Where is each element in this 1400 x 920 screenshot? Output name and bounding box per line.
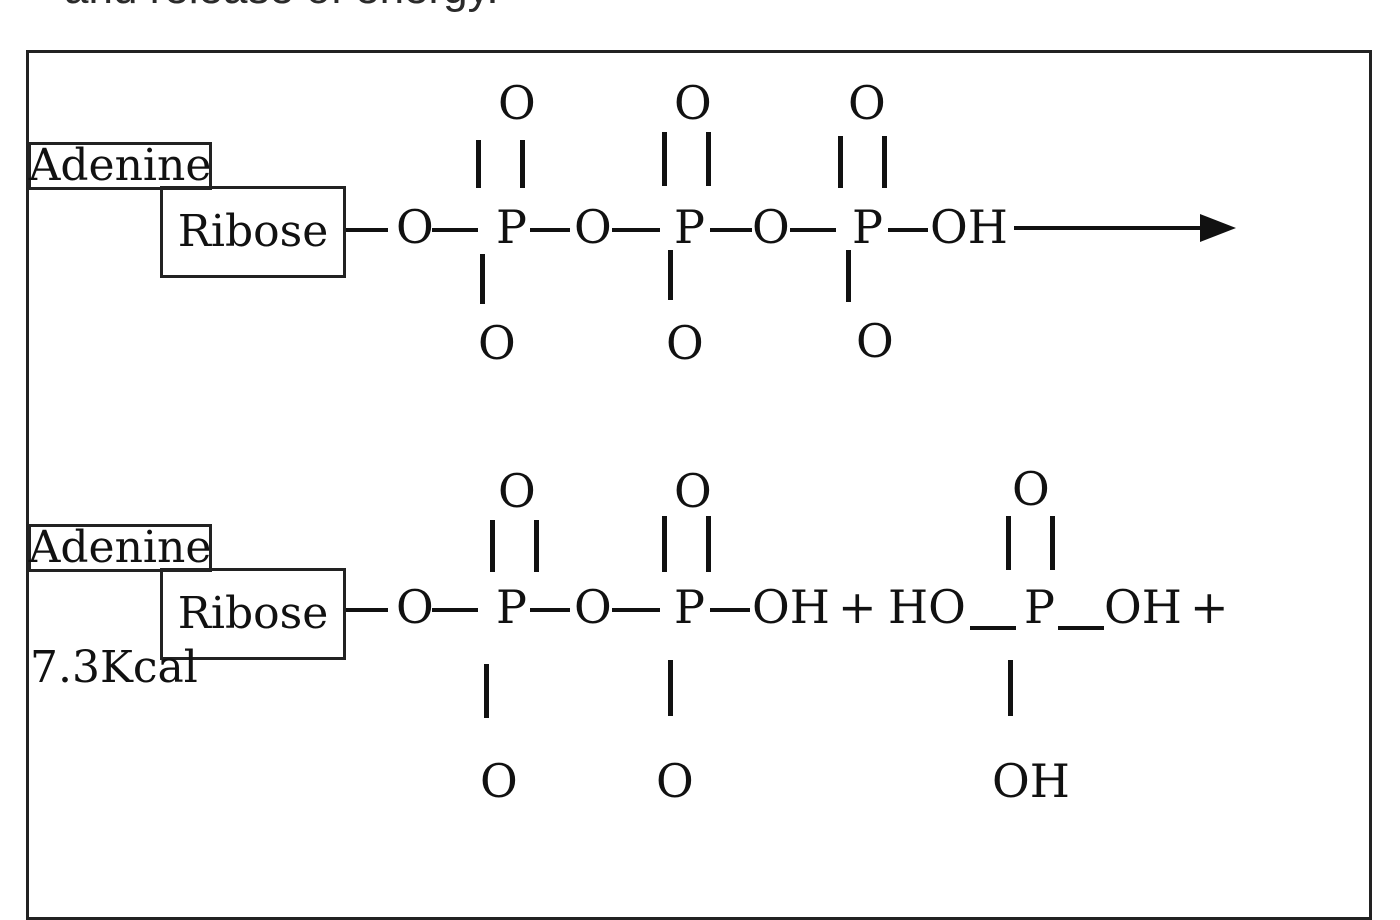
- double-bond-p1-b-atp: [520, 140, 525, 188]
- atom-p1-bottom-o-adp: O: [480, 754, 518, 808]
- energy-label: 7.3Kcal: [30, 642, 198, 693]
- single-bond-pi-bottom: [1008, 660, 1013, 716]
- single-bond-p3-bottom-atp: [846, 250, 851, 302]
- double-bond-p3-a-atp: [838, 136, 843, 188]
- atom-o-link3-atp: O: [752, 200, 790, 254]
- bond-o-p1-adp: [432, 608, 478, 612]
- bond-ho-p-pi: [970, 626, 1016, 630]
- adenine-box-atp: Adenine: [28, 142, 212, 190]
- atom-p2-top-o-adp: O: [674, 464, 712, 518]
- reaction-arrow: [1014, 214, 1236, 242]
- ribose-label-atp: Ribose: [177, 206, 329, 257]
- bond-o-p1-atp: [432, 228, 478, 232]
- double-bond-p2-b-atp: [706, 132, 711, 186]
- bond-o-p2-atp: [612, 228, 660, 232]
- bond-o-p3-atp: [790, 228, 836, 232]
- ribose-label-adp: Ribose: [177, 588, 329, 639]
- atom-oh-end-atp: OH: [930, 200, 1008, 254]
- bond-p1-o-atp: [530, 228, 570, 232]
- atom-oh-end-adp: OH: [752, 580, 830, 634]
- atom-o-link1-adp: O: [396, 580, 434, 634]
- atom-pi-bottom-oh: OH: [992, 754, 1070, 808]
- adenine-box-adp: Adenine: [28, 524, 212, 572]
- atom-p3-top-o-atp: O: [848, 76, 886, 130]
- bond-p2-oh-adp: [710, 608, 750, 612]
- bond-p2-o-atp: [710, 228, 752, 232]
- double-bond-pi-b: [1050, 516, 1055, 570]
- atom-p3-atp: P: [852, 200, 883, 254]
- atom-p2-top-o-atp: O: [674, 76, 712, 130]
- bond-ribose-o-adp: [346, 608, 388, 612]
- bond-p-oh-pi: [1058, 626, 1104, 630]
- double-bond-p2-a-adp: [662, 516, 667, 572]
- double-bond-p1-b-adp: [534, 520, 539, 572]
- atom-p2-atp: P: [674, 200, 705, 254]
- plus-sign-1: +: [838, 580, 877, 634]
- single-bond-p1-bottom-atp: [480, 254, 485, 304]
- atom-pi-top-o: O: [1012, 462, 1050, 516]
- double-bond-pi-a: [1006, 516, 1011, 570]
- atom-oh-pi: OH: [1104, 580, 1182, 634]
- single-bond-p1-bottom-adp: [484, 664, 489, 718]
- bond-o-p2-adp: [612, 608, 660, 612]
- bond-ribose-o-atp: [346, 228, 388, 232]
- bond-p1-o-adp: [530, 608, 570, 612]
- double-bond-p2-b-adp: [706, 516, 711, 572]
- atom-ho-pi: HO: [888, 580, 966, 634]
- atom-p2-bottom-o-atp: O: [666, 316, 704, 370]
- adenine-label-atp: Adenine: [28, 140, 212, 191]
- plus-sign-2: +: [1190, 580, 1229, 634]
- double-bond-p2-a-atp: [662, 132, 667, 186]
- ribose-box-adp: Ribose: [160, 568, 346, 660]
- atom-o-link2-atp: O: [574, 200, 612, 254]
- atom-o-link2-adp: O: [574, 580, 612, 634]
- single-bond-p2-bottom-adp: [668, 660, 673, 716]
- single-bond-p2-bottom-atp: [668, 250, 673, 300]
- atom-p1-bottom-o-atp: O: [478, 316, 516, 370]
- ribose-box-atp: Ribose: [160, 186, 346, 278]
- double-bond-p1-a-atp: [476, 140, 481, 188]
- atom-p2-bottom-o-adp: O: [656, 754, 694, 808]
- bond-p3-oh-atp: [888, 228, 928, 232]
- double-bond-p1-a-adp: [490, 520, 495, 572]
- atom-p1-atp: P: [496, 200, 527, 254]
- adenine-label-adp: Adenine: [28, 522, 212, 573]
- atom-o-link1-atp: O: [396, 200, 434, 254]
- atom-p1-top-o-adp: O: [498, 464, 536, 518]
- atom-p1-adp: P: [496, 580, 527, 634]
- atom-p-pi: P: [1024, 580, 1055, 634]
- atom-p2-adp: P: [674, 580, 705, 634]
- atom-p3-bottom-o-atp: O: [856, 314, 894, 368]
- caption-text: and release of energy.: [64, 0, 499, 14]
- double-bond-p3-b-atp: [882, 136, 887, 188]
- atom-p1-top-o-atp: O: [498, 76, 536, 130]
